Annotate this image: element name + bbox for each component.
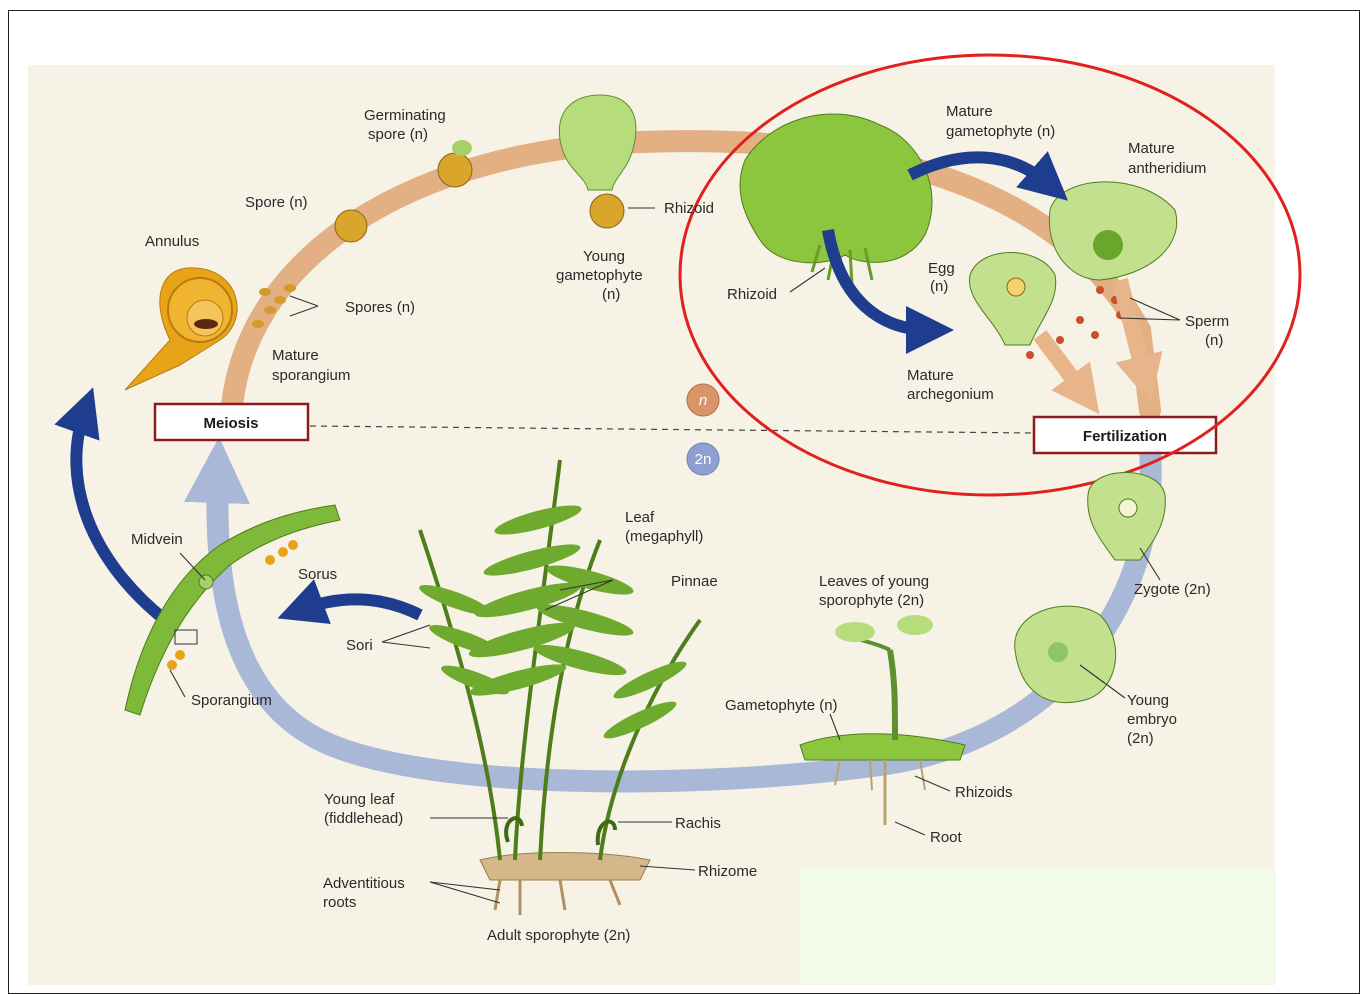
mature-antheridium-label-1: Mature <box>1128 140 1175 157</box>
rachis-label: Rachis <box>675 815 721 832</box>
sporangium-to-meiosis-arrow <box>76 410 165 620</box>
midvein-label: Midvein <box>131 531 183 548</box>
mature-antheridium-label-2: antheridium <box>1128 160 1206 177</box>
leaves-young-sporophyte-label-1: Leaves of young <box>819 573 929 590</box>
svg-text:n: n <box>699 392 707 409</box>
sori-to-pinna-arrow <box>300 599 420 615</box>
adventitious-roots-label-2: roots <box>323 894 356 911</box>
diploid-cycle-path <box>217 450 1150 781</box>
diploid-marker: 2n <box>687 443 719 475</box>
mature-archegonium-label-2: archegonium <box>907 386 994 403</box>
root-label: Root <box>930 829 963 846</box>
rhizome-label: Rhizome <box>698 863 757 880</box>
egg-label-2: (n) <box>930 278 948 295</box>
fertilization-stage-box: Fertilization <box>1034 417 1216 453</box>
spores-leader <box>290 296 318 316</box>
leaf-label-1: Leaf <box>625 509 655 526</box>
zygote-label: Zygote (2n) <box>1134 581 1211 598</box>
sporangium-label: Sporangium <box>191 692 272 709</box>
sperm-label-2: (n) <box>1205 332 1223 349</box>
haploid-diploid-divider <box>310 426 1035 433</box>
young-leaf-label-1: Young leaf <box>324 791 395 808</box>
adult-sporophyte-label: Adult sporophyte (2n) <box>487 927 630 944</box>
sori-leader <box>382 625 430 648</box>
young-sporophyte-illustration <box>800 615 965 825</box>
rhizoid-left-leader <box>790 268 825 292</box>
young-embryo-label-1: Young <box>1127 692 1169 709</box>
spore-label: Spore (n) <box>245 194 308 211</box>
rhizoids-label: Rhizoids <box>955 784 1013 801</box>
egg-label-1: Egg <box>928 260 955 277</box>
germinating-spore-label-1: Germinating <box>364 107 446 124</box>
svg-text:Fertilization: Fertilization <box>1083 428 1167 445</box>
adventitious-roots-label-1: Adventitious <box>323 875 405 892</box>
mature-gametophyte-label-1: Mature <box>946 103 993 120</box>
leaf-label-2: (megaphyll) <box>625 528 703 545</box>
svg-text:Meiosis: Meiosis <box>203 415 258 432</box>
rhizoids-leader <box>915 776 950 791</box>
mature-sporangium-illustration <box>125 268 237 390</box>
archegonium-to-fertilization-arrow <box>1040 335 1085 395</box>
leaves-young-sporophyte-label-2: sporophyte (2n) <box>819 592 924 609</box>
rhizome-leader <box>640 866 695 870</box>
germinating-spore-illustration <box>438 140 472 187</box>
rhizoid-top-label: Rhizoid <box>664 200 714 217</box>
sperm-label-1: Sperm <box>1185 313 1229 330</box>
young-embryo-illustration <box>1015 606 1116 702</box>
young-embryo-label-2: embryo <box>1127 711 1177 728</box>
antheridium-illustration <box>1049 182 1176 280</box>
mature-sporangium-label-1: Mature <box>272 347 319 364</box>
svg-text:2n: 2n <box>695 451 712 468</box>
mature-gametophyte-label-2: gametophyte (n) <box>946 123 1055 140</box>
young-gametophyte-illustration <box>559 95 636 228</box>
zygote-illustration <box>1088 473 1166 561</box>
young-leaf-label-2: (fiddlehead) <box>324 810 403 827</box>
sori-label: Sori <box>346 637 373 654</box>
spore-illustration <box>335 210 367 242</box>
young-gametophyte-label-3: (n) <box>602 286 620 303</box>
spores-label: Spores (n) <box>345 299 415 316</box>
mature-archegonium-label-1: Mature <box>907 367 954 384</box>
germinating-spore-label-2: spore (n) <box>368 126 428 143</box>
young-gametophyte-label-1: Young <box>583 248 625 265</box>
mature-sporangium-label-2: sporangium <box>272 367 350 384</box>
root-leader <box>895 822 925 835</box>
young-gametophyte-label-2: gametophyte <box>556 267 643 284</box>
archegonium-illustration <box>969 253 1055 346</box>
pinnae-label: Pinnae <box>671 573 718 590</box>
haploid-marker: n <box>687 384 719 416</box>
adventitious-roots-leader <box>430 882 500 903</box>
sporangium-leader <box>170 670 185 697</box>
rhizoid-left-label: Rhizoid <box>727 286 777 303</box>
gametophyte-label: Gametophyte (n) <box>725 697 838 714</box>
sorus-label: Sorus <box>298 566 337 583</box>
meiosis-stage-box: Meiosis <box>155 404 308 440</box>
young-embryo-label-3: (2n) <box>1127 730 1154 747</box>
annulus-label: Annulus <box>145 233 199 250</box>
